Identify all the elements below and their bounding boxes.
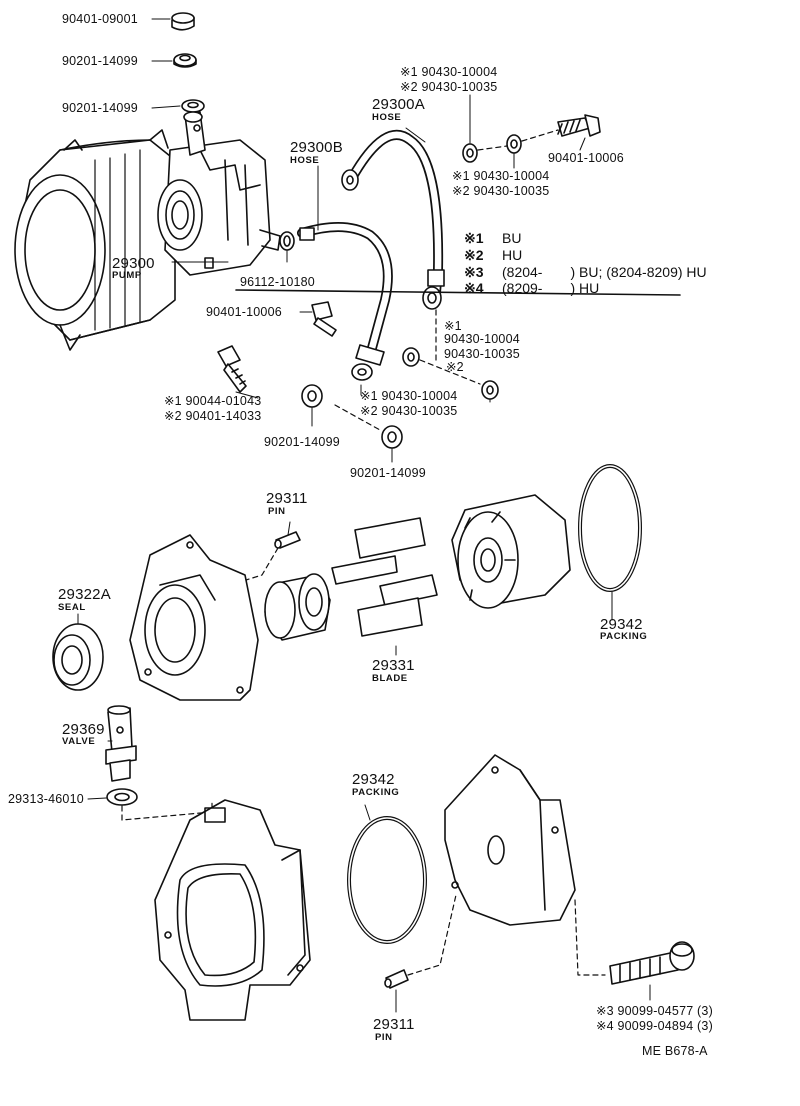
note-3: ※3 (8204- ) BU; (8204-8209) HU [464,265,707,279]
label-right-sw2-num: 90430-10035 [444,347,520,361]
seal-29322a [52,623,104,691]
leader-bolt-bottom [574,899,606,976]
label-29342-a: 29342 [600,616,643,633]
note-2-mark: ※2 [464,247,484,263]
bushing [264,573,331,641]
pin-29311-upper [274,531,301,549]
label-mid-sw2: ※2 90430-10035 [452,184,550,198]
note-4-text: (8209- ) HU [502,280,600,296]
label-90201-14099-c: 90201-14099 [264,435,340,449]
bolt-90099 [609,941,695,985]
alternator-body [14,129,176,351]
label-bolt-final-2: ※4 90099-04894 (3) [596,1019,713,1033]
valve-29369 [105,705,137,782]
label-29331: 29331 [372,657,415,674]
leader-dashed-top [477,129,559,151]
label-29311-a: 29311 [266,490,308,507]
washer-top-hose-1 [462,143,478,163]
label-90401-10006-b: 90401-10006 [206,305,282,319]
label-29300: 29300 [112,255,155,272]
note-1-text: BU [502,230,522,246]
label-90201-14099-d: 90201-14099 [350,466,426,480]
note-3-text: (8204- ) BU; (8204-8209) HU [502,264,707,280]
label-29311-b: 29311 [373,1016,415,1033]
label-29322a: 29322A [58,586,111,603]
label-top-sw2: ※2 90430-10035 [400,80,498,94]
bolt-90044-01043 [217,345,247,393]
label-96112-10180: 96112-10180 [240,275,315,289]
drawing-code: ME B678-A [642,1044,708,1058]
note-2: ※2 HU [464,248,522,262]
leader-dashed-mid [334,309,481,431]
leader-pin-lower [407,894,457,976]
note-2-text: HU [502,247,523,263]
label-29313-46010: 29313-46010 [8,792,84,806]
washer-top-hose-2 [506,134,522,154]
note-1: ※1 BU [464,231,521,245]
label-29300a: 29300A [372,96,425,113]
pin-29311-lower [384,969,409,989]
label-right-sw1-num: 90430-10004 [444,332,520,346]
washer-90201-14099-second [181,99,205,113]
pump-29300 [157,111,281,276]
note-4: ※4 (8209- ) HU [464,281,599,295]
bolt-90401-10006-top [557,114,601,137]
label-29322a-sub: SEAL [58,602,86,613]
front-housing [129,534,259,701]
leader-lines-top [151,18,681,463]
label-29331-sub: BLADE [372,673,408,684]
washer-90201-14099-top [173,53,197,68]
cap-90401-09001 [171,12,195,31]
label-right-sw2: ※2 [446,360,464,374]
clip-96112-10180 [279,231,295,251]
label-29342-b-sub: PACKING [352,787,400,798]
bolt-90401-10006-mid [311,301,337,337]
label-bolt-sw1: ※1 90044-01043 [164,394,262,408]
leader-lines-bottom [364,804,651,1013]
label-29369-sub: VALVE [62,736,96,747]
hose-29300a [341,130,445,310]
label-90201-14099-a: 90201-14099 [62,54,138,68]
label-mid-sw1: ※1 90430-10004 [452,169,550,183]
label-29300a-sub: HOSE [372,112,402,123]
label-90401-09001: 90401-09001 [62,12,138,26]
gasket-29313-46010 [106,788,138,806]
label-29311-b-sub: PIN [375,1032,393,1043]
packing-29342-upper [578,464,642,592]
packing-29342-lower [347,816,427,944]
label-90401-10006-a: 90401-10006 [548,151,624,165]
label-low-sw1: ※1 90430-10004 [360,389,458,403]
leader-pin-upper [245,547,279,581]
label-29342-a-sub: PACKING [600,631,648,642]
rotor [451,494,571,609]
hose-29300b [297,221,393,381]
label-29300b: 29300B [290,139,343,156]
note-4-mark: ※4 [464,280,484,296]
label-29342-b: 29342 [352,771,395,788]
label-top-sw1: ※1 90430-10004 [400,65,498,79]
label-bolt-final-1: ※3 90099-04577 (3) [596,1004,713,1018]
note-3-mark: ※3 [464,264,484,280]
label-low-sw2: ※2 90430-10035 [360,404,458,418]
blades-29331 [331,517,438,637]
label-29369: 29369 [62,721,105,738]
label-bolt-sw2: ※2 90401-14033 [164,409,262,423]
end-plate [444,754,576,926]
label-90201-14099-b: 90201-14099 [62,101,138,115]
rear-housing [154,799,311,1021]
label-29300-sub: PUMP [112,270,142,281]
label-right-sw1: ※1 [444,319,462,333]
label-29300b-sub: HOSE [290,155,320,166]
note-1-mark: ※1 [464,230,484,246]
leader-lines-middle [77,521,613,800]
label-29311-a-sub: PIN [268,506,286,517]
